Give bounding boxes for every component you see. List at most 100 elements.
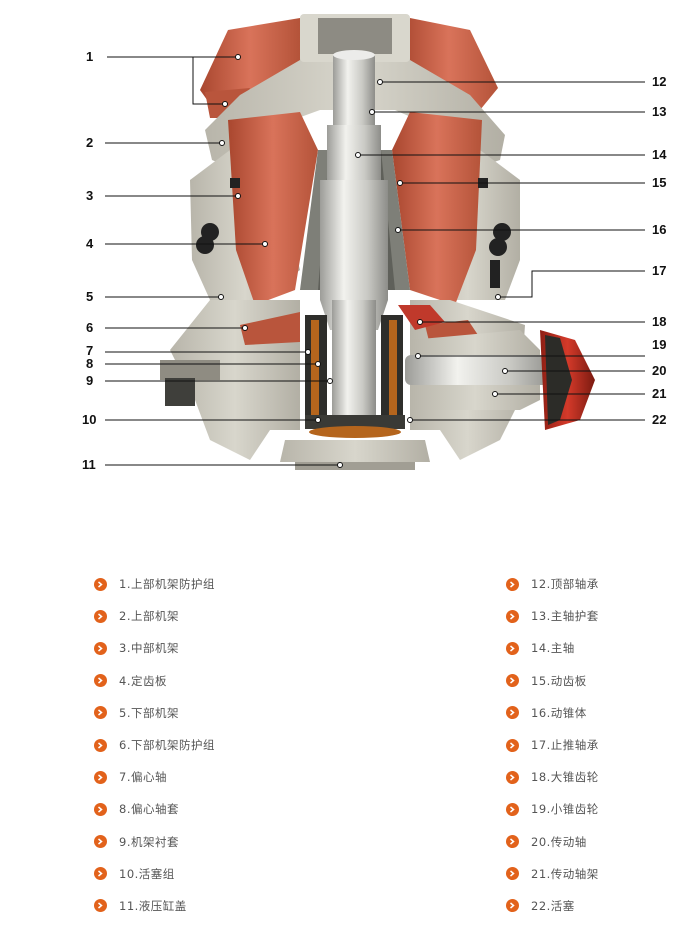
callout-6: 6 — [86, 320, 94, 335]
upper-frame-guard — [200, 18, 498, 118]
legend-item: 5.下部机架 — [94, 697, 324, 729]
callout-4: 4 — [86, 236, 94, 251]
leader-lines-left — [105, 56, 340, 466]
callout-14: 14 — [652, 147, 667, 162]
legend-label: 8.偏心轴套 — [119, 802, 179, 817]
arrow-icon — [94, 867, 107, 881]
legend-item: 20.传动轴 — [506, 826, 700, 858]
legend-item: 19.小锥齿轮 — [506, 793, 700, 825]
legend-label: 9.机架衬套 — [119, 834, 179, 849]
arrow-icon — [94, 899, 107, 913]
callout-3: 3 — [86, 188, 94, 203]
legend-label: 7.偏心轴 — [119, 770, 167, 785]
callout-7: 7 — [86, 343, 94, 358]
legend-label: 14.主轴 — [531, 641, 575, 656]
callout-13: 13 — [652, 104, 667, 119]
legend-label: 6.下部机架防护组 — [119, 738, 215, 753]
legend-label: 4.定齿板 — [119, 673, 167, 688]
arrow-icon — [94, 609, 107, 623]
legend-item: 8.偏心轴套 — [94, 793, 324, 825]
legend-label: 17.止推轴承 — [531, 738, 599, 753]
arrow-icon — [94, 770, 107, 784]
legend-item: 11.液压缸盖 — [94, 890, 324, 922]
legend-right: 12.顶部轴承 13.主轴护套 14.主轴 15.动齿板 16.动锥体 17.止… — [506, 568, 700, 922]
legend-item: 3.中部机架 — [94, 632, 324, 664]
arrow-icon — [506, 770, 519, 784]
legend-label: 16.动锥体 — [531, 705, 587, 720]
arrow-icon — [94, 641, 107, 655]
legend-label: 18.大锥齿轮 — [531, 770, 599, 785]
arrow-icon — [506, 641, 519, 655]
legend-label: 2.上部机架 — [119, 609, 179, 624]
legend-label: 21.传动轴架 — [531, 866, 599, 881]
drive-assembly — [398, 305, 595, 430]
arrow-icon — [94, 674, 107, 688]
leader-dots — [218, 54, 508, 468]
crusher-cutaway-diagram — [105, 14, 645, 470]
arrow-icon — [94, 835, 107, 849]
legend-item: 9.机架衬套 — [94, 826, 324, 858]
arrow-icon — [94, 802, 107, 816]
legend-item: 12.顶部轴承 — [506, 568, 700, 600]
legend-label: 10.活塞组 — [119, 866, 175, 881]
callout-5: 5 — [86, 289, 94, 304]
legend-item: 22.活塞 — [506, 890, 700, 922]
callout-20: 20 — [652, 363, 667, 378]
main-shaft — [320, 50, 388, 415]
legend-item: 14.主轴 — [506, 632, 700, 664]
legend-label: 13.主轴护套 — [531, 609, 599, 624]
arrow-icon — [506, 835, 519, 849]
legend-label: 20.传动轴 — [531, 834, 587, 849]
callout-2: 2 — [86, 135, 94, 150]
legend-item: 4.定齿板 — [94, 665, 324, 697]
callout-21: 21 — [652, 386, 667, 401]
legend-label: 1.上部机架防护组 — [119, 577, 215, 592]
arrow-icon — [506, 577, 519, 591]
fixed-liner — [228, 112, 482, 305]
leader-lines-right — [358, 81, 645, 421]
legend-item: 6.下部机架防护组 — [94, 729, 324, 761]
callout-22: 22 — [652, 412, 667, 427]
callout-12: 12 — [652, 74, 667, 89]
callout-8: 8 — [86, 356, 94, 371]
arrow-icon — [506, 674, 519, 688]
legend-left: 1.上部机架防护组 2.上部机架 3.中部机架 4.定齿板 5.下部机架 6.下… — [94, 568, 324, 922]
legend-label: 5.下部机架 — [119, 705, 179, 720]
legend-item: 17.止推轴承 — [506, 729, 700, 761]
arrow-icon — [506, 802, 519, 816]
legend-label: 22.活塞 — [531, 898, 575, 913]
arrow-icon — [94, 738, 107, 752]
piston-assembly — [280, 415, 430, 470]
callout-15: 15 — [652, 175, 667, 190]
legend-item: 15.动齿板 — [506, 665, 700, 697]
legend-item: 1.上部机架防护组 — [94, 568, 324, 600]
legend-item: 13.主轴护套 — [506, 600, 700, 632]
legend-item: 18.大锥齿轮 — [506, 761, 700, 793]
arrow-icon — [506, 609, 519, 623]
bolt-fixtures — [196, 178, 511, 288]
legend-label: 11.液压缸盖 — [119, 898, 187, 913]
legend-label: 3.中部机架 — [119, 641, 179, 656]
callout-16: 16 — [652, 222, 667, 237]
arrow-icon — [506, 899, 519, 913]
legend-item: 2.上部机架 — [94, 600, 324, 632]
callout-10: 10 — [82, 412, 97, 427]
callout-18: 18 — [652, 314, 667, 329]
legend-item: 21.传动轴架 — [506, 858, 700, 890]
arrow-icon — [94, 577, 107, 591]
arrow-icon — [506, 738, 519, 752]
arrow-icon — [506, 706, 519, 720]
callout-11: 11 — [82, 457, 96, 472]
callout-19: 19 — [652, 337, 667, 352]
callout-9: 9 — [86, 373, 94, 388]
arrow-icon — [94, 706, 107, 720]
legend-item: 7.偏心轴 — [94, 761, 324, 793]
legend-label: 15.动齿板 — [531, 673, 587, 688]
legend-item: 10.活塞组 — [94, 858, 324, 890]
legend-label: 19.小锥齿轮 — [531, 802, 599, 817]
legend-item: 16.动锥体 — [506, 697, 700, 729]
callout-17: 17 — [652, 263, 667, 278]
legend-label: 12.顶部轴承 — [531, 577, 599, 592]
callout-1: 1 — [86, 49, 94, 64]
arrow-icon — [506, 867, 519, 881]
